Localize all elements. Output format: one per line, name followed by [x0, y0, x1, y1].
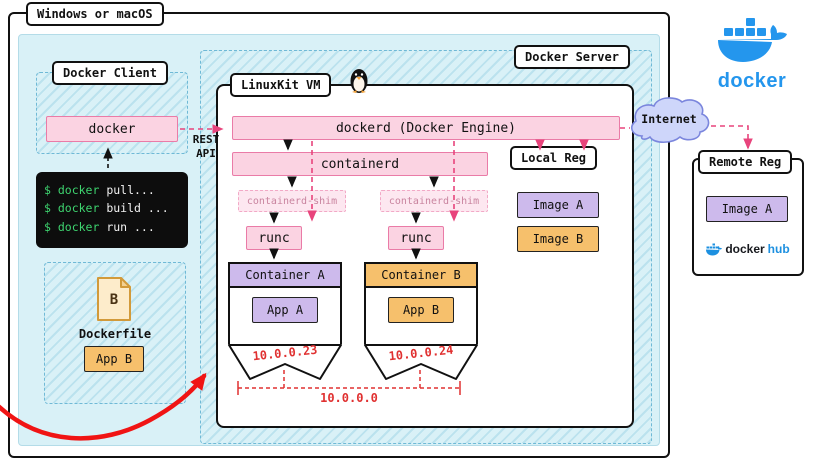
container-b: Container B App B 10.0.0.24: [364, 262, 478, 382]
containerd-shim-box: containerd-shim: [238, 190, 346, 212]
docker-cli-box: docker: [46, 116, 178, 142]
terminal-line: $ docker pull...: [44, 183, 155, 197]
container-a-banner: [228, 344, 342, 380]
terminal-window: $ docker pull... $ docker build ... $ do…: [36, 172, 188, 248]
app-a-box: App A: [252, 297, 318, 323]
internet-label: Internet: [641, 112, 697, 126]
container-b-body: App B: [364, 288, 478, 344]
app-b-client-box: App B: [84, 346, 144, 372]
container-b-banner: [364, 344, 478, 380]
dockerfile-letter: B: [109, 292, 119, 308]
containerd-shim-box: containerd-shim: [380, 190, 488, 212]
docker-hub-whale-icon: [706, 243, 723, 255]
network-subnet-label: 10.0.0.0: [320, 391, 378, 405]
image-b-box: Image B: [517, 226, 599, 252]
image-a-box: Image A: [517, 192, 599, 218]
terminal-line: $ docker run ...: [44, 219, 155, 234]
docker-hub-logo: docker hub: [698, 238, 798, 260]
internet-cloud: Internet: [624, 92, 714, 152]
app-b-box: App B: [388, 297, 454, 323]
runc-box: runc: [246, 226, 302, 250]
docker-whale-icon: [718, 18, 787, 62]
docker-hub-text-docker: docker: [725, 242, 765, 256]
runc-box: runc: [388, 226, 444, 250]
docker-hub-text-hub: hub: [767, 242, 790, 256]
containerd-bar: containerd: [232, 152, 488, 176]
terminal-line: $ docker build ...: [44, 201, 169, 216]
local-reg-label: Local Reg: [510, 146, 598, 170]
docker-logo: docker: [702, 16, 802, 94]
dockerfile-icon: B: [96, 276, 132, 322]
host-label: Windows or macOS: [26, 2, 164, 26]
docker-client-label: Docker Client: [52, 61, 168, 85]
remote-reg-label: Remote Reg: [698, 150, 793, 174]
tux-penguin-icon: [348, 66, 370, 94]
remote-image-a-box: Image A: [706, 196, 788, 222]
docker-logo-text: docker: [717, 70, 787, 92]
dockerd-bar: dockerd (Docker Engine): [232, 116, 620, 140]
container-a-body: App A: [228, 288, 342, 344]
dockerfile-label: Dockerfile: [78, 327, 152, 341]
container-a: Container A App A 10.0.0.23: [228, 262, 342, 382]
container-a-header: Container A: [228, 262, 342, 288]
container-b-header: Container B: [364, 262, 478, 288]
linuxkit-vm-label: LinuxKit VM: [230, 73, 332, 97]
docker-server-label: Docker Server: [514, 45, 630, 69]
